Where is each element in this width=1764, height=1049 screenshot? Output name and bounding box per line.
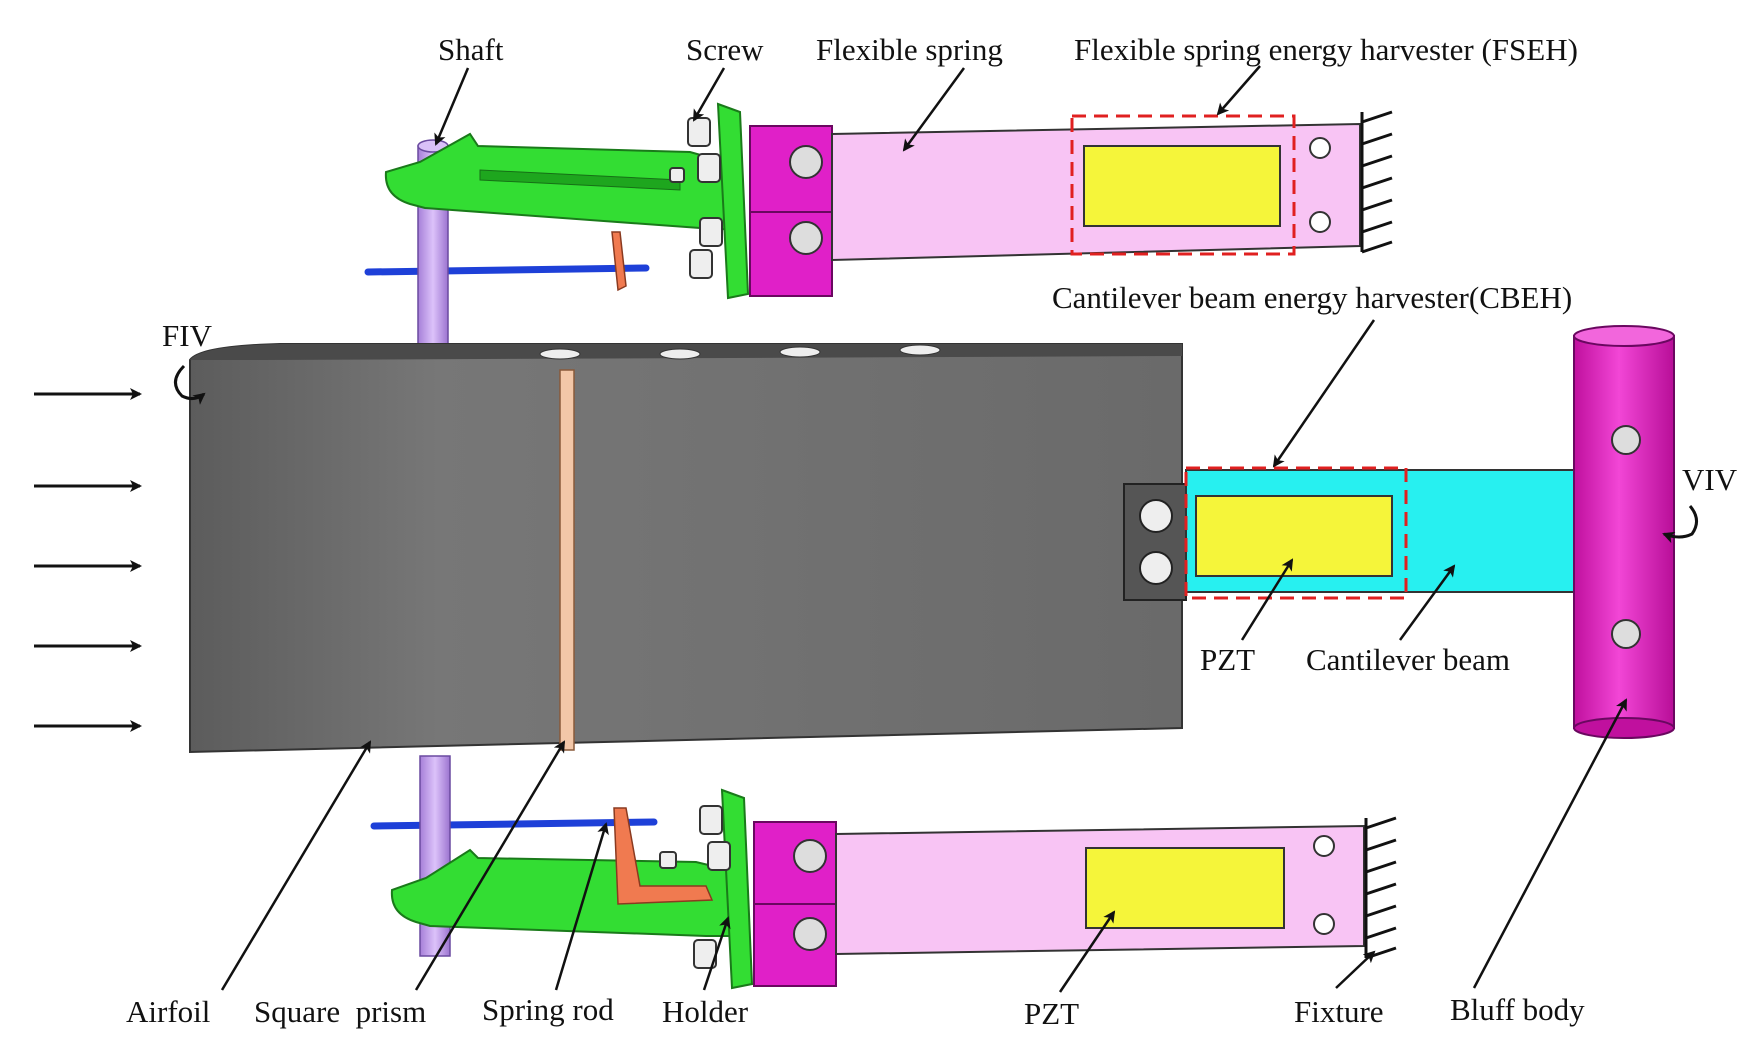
- fiv-label: FIV: [162, 318, 213, 353]
- bottom-screws: [659, 805, 731, 969]
- shaft-label: Shaft: [438, 32, 504, 67]
- flow-arrows: [34, 388, 142, 732]
- top-screws: [669, 117, 723, 279]
- fseh-leader: [1216, 65, 1261, 116]
- bottom-spring-rod: [613, 807, 714, 905]
- spring-rod-label: Spring rod: [482, 992, 614, 1027]
- hex-bolt-icon: [1139, 551, 1173, 585]
- viv-rotation-icon: [1662, 505, 1698, 544]
- hex-bolt-icon: [1611, 425, 1641, 455]
- airfoil-hole: [899, 344, 941, 356]
- bluff-body-leader: [1472, 698, 1628, 989]
- top-fseh-assembly: [364, 102, 1393, 363]
- flexible-spring-leader: [902, 67, 966, 152]
- fiv-rotation-icon: [174, 364, 206, 405]
- fixture-leader: [1335, 950, 1376, 989]
- spring-hole: [1309, 211, 1331, 233]
- airfoil-hole: [659, 348, 701, 360]
- airfoil-hole: [539, 348, 581, 360]
- hex-bolt-icon: [699, 217, 723, 247]
- hex-bolt-icon: [659, 851, 677, 869]
- cantilever-pzt-patch: [1195, 495, 1393, 577]
- shaft-leader: [434, 67, 470, 146]
- viv-label: VIV: [1682, 462, 1738, 497]
- spring-hole: [1309, 137, 1331, 159]
- holder-label: Holder: [662, 994, 749, 1029]
- socket-screw-icon: [789, 221, 823, 255]
- bluff-body-cylinder: [1573, 335, 1675, 729]
- spring-hole: [1313, 835, 1335, 857]
- airfoil-shape: [189, 343, 1183, 754]
- cantilever-beam-leader: [1398, 564, 1456, 641]
- airfoil-leader: [220, 740, 372, 991]
- bottom-green-plate: [720, 788, 754, 990]
- top-pzt-patch: [1083, 145, 1281, 227]
- airfoil-body: [189, 343, 1183, 754]
- socket-screw-icon: [793, 917, 827, 951]
- airfoil-label: Airfoil: [126, 994, 210, 1029]
- screw-label: Screw: [686, 32, 764, 67]
- flexible-spring-label: Flexible spring: [816, 32, 1003, 67]
- spring-rod-leader: [554, 822, 609, 991]
- cbeh-label: Cantilever beam energy harvester(CBEH): [1052, 280, 1572, 315]
- hex-bolt-icon: [689, 249, 713, 279]
- cantilever-beam-label: Cantilever beam: [1306, 642, 1510, 677]
- leader-lines: [220, 65, 1628, 993]
- cbeh-leader: [1272, 319, 1376, 468]
- holder-leader: [702, 916, 731, 991]
- top-fixture-icon: [1360, 110, 1393, 254]
- top-green-plate: [716, 102, 750, 300]
- cbeh-dashed-box: [1184, 466, 1408, 600]
- bluff-body-label: Bluff body: [1450, 992, 1585, 1027]
- pzt-cantilever-leader: [1240, 558, 1294, 641]
- hex-bolt-icon: [1139, 499, 1173, 533]
- labels: Shaft Screw Flexible spring Flexible spr…: [126, 32, 1738, 1031]
- socket-screw-icon: [793, 839, 827, 873]
- airfoil-hole: [779, 346, 821, 358]
- fseh-label: Flexible spring energy harvester (FSEH): [1074, 32, 1578, 67]
- pzt-bottom-leader: [1058, 910, 1116, 993]
- hex-bolt-icon: [697, 153, 721, 183]
- hex-bolt-icon: [669, 167, 685, 183]
- bottom-pzt-patch: [1085, 847, 1285, 929]
- top-blue-rod: [364, 264, 650, 276]
- cbeh-assembly: [1123, 325, 1675, 739]
- bottom-fseh-assembly: [370, 755, 1397, 990]
- pzt-bottom-label: PZT: [1024, 996, 1079, 1031]
- square-prism-leader: [414, 740, 566, 991]
- bluff-body-top: [1573, 325, 1675, 347]
- socket-screw-icon: [789, 145, 823, 179]
- fixture-label: Fixture: [1294, 994, 1384, 1029]
- hex-bolt-icon: [687, 117, 711, 147]
- spring-hole: [1313, 913, 1335, 935]
- hex-bolt-icon: [707, 841, 731, 871]
- top-holder-slot: [479, 169, 681, 191]
- hex-bolt-icon: [699, 805, 723, 835]
- fseh-dashed-box: [1070, 114, 1296, 256]
- screw-leader: [692, 67, 726, 122]
- bluff-body-bottom: [1573, 717, 1675, 739]
- bottom-green-holder: [390, 848, 747, 937]
- hex-bolt-icon: [1611, 619, 1641, 649]
- square-prism-label: Square prism: [254, 994, 426, 1029]
- bottom-fixture-icon: [1364, 816, 1397, 960]
- pzt-cantilever-label: PZT: [1200, 642, 1255, 677]
- top-spring-rod: [611, 231, 627, 292]
- square-prism-strip: [559, 369, 575, 751]
